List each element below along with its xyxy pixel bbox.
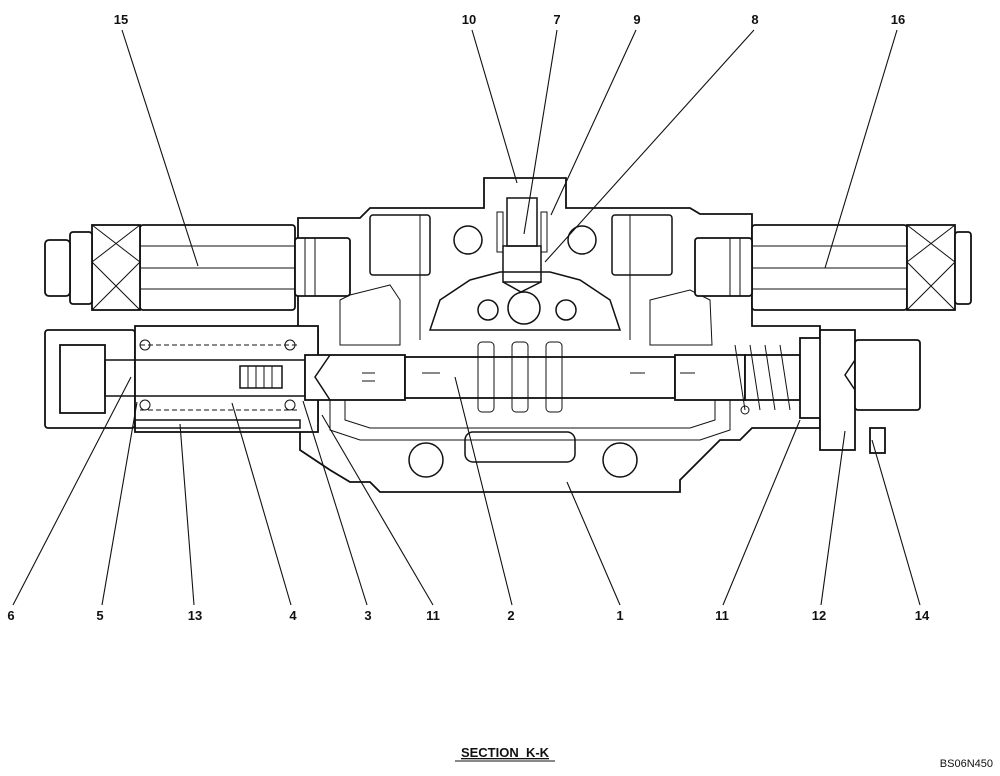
part-label-5: 5	[96, 608, 103, 623]
bottom-part-labels: 6 5 13 4 3 11 2 1 11 12 14	[7, 608, 930, 623]
section-title: SECTION K-K	[461, 745, 550, 760]
left-solenoid	[44, 224, 351, 311]
part-label-2: 2	[507, 608, 514, 623]
right-solenoid	[694, 224, 972, 311]
reference-code: BS06N450	[940, 758, 993, 770]
leader-lines	[12, 29, 921, 606]
part-label-11-right: 11	[715, 608, 729, 623]
left-spring-cap	[44, 325, 319, 433]
part-label-16: 16	[891, 12, 905, 27]
part-label-1: 1	[616, 608, 623, 623]
part-label-15: 15	[114, 12, 128, 27]
part-label-8: 8	[751, 12, 758, 27]
part-label-6: 6	[7, 608, 14, 623]
part-label-10: 10	[462, 12, 476, 27]
part-label-3: 3	[364, 608, 371, 623]
right-spring-housing	[734, 329, 921, 454]
part-label-11-left: 11	[426, 608, 440, 623]
part-label-14: 14	[915, 608, 930, 623]
part-label-7: 7	[553, 12, 560, 27]
part-label-13: 13	[188, 608, 202, 623]
spool	[304, 341, 801, 413]
center-check-assembly	[496, 197, 548, 293]
part-label-4: 4	[289, 608, 297, 623]
valve-housing	[297, 177, 821, 493]
top-part-labels: 15 10 7 9 8 16	[114, 12, 905, 27]
part-label-9: 9	[633, 12, 640, 27]
part-label-12: 12	[812, 608, 826, 623]
